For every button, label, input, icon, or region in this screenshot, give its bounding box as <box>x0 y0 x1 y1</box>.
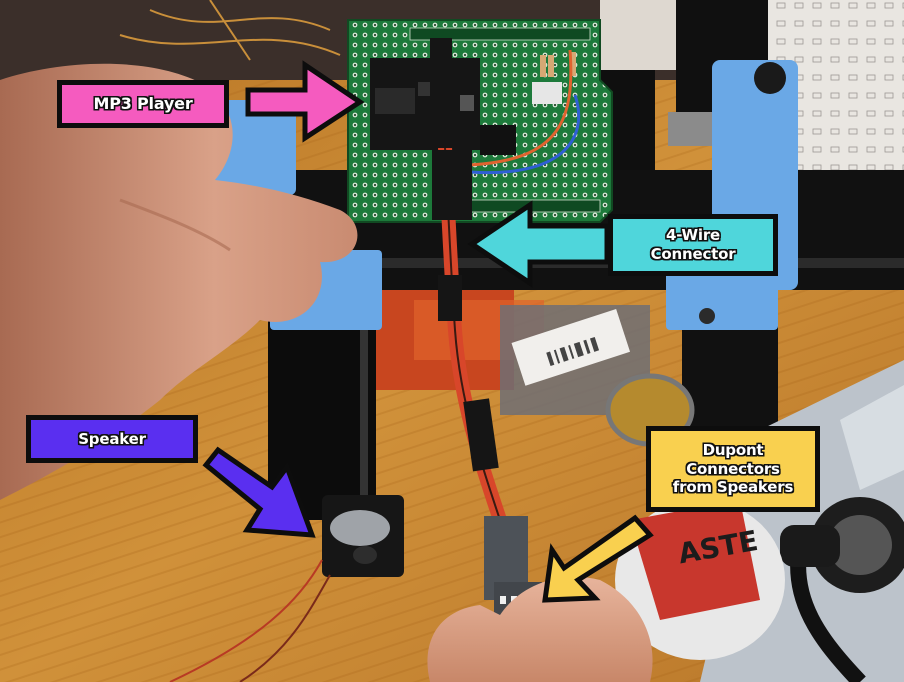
callout-dupont-connectors: Dupont Connectors from Speakers <box>646 426 820 512</box>
callout-dupont-line-1: Dupont <box>702 440 764 459</box>
pcb-header-bottom <box>469 199 601 213</box>
callout-dupont-line-2: Connectors <box>686 459 780 478</box>
bottom-fingers <box>427 576 653 682</box>
vise-spring-right <box>668 112 712 146</box>
speaker-wire <box>169 559 323 682</box>
background-wires <box>119 0 341 61</box>
speaker-wire-2 <box>239 574 331 682</box>
callout-mp3-text: MP3 Player <box>93 94 193 113</box>
resistor <box>548 55 554 77</box>
board-wire-orange <box>469 49 573 167</box>
heatshrink <box>430 38 452 148</box>
board-wire-blue <box>469 94 581 175</box>
dupont-arrow <box>542 514 654 603</box>
heatshrink <box>432 150 472 220</box>
callout-wire-line-2: Connector <box>650 245 736 263</box>
vise-screw <box>699 308 715 324</box>
left-hand <box>0 63 358 500</box>
jst-connector <box>532 82 562 104</box>
mp3-chip <box>418 82 432 96</box>
callout-wire-line-1: 4-Wire <box>665 226 721 245</box>
callout-speaker-text: Speaker <box>78 429 146 448</box>
solder-plug <box>780 525 840 567</box>
mp3-button <box>460 95 474 111</box>
resistor <box>570 52 576 76</box>
callout-4-wire-connector: 4-Wire Connector <box>608 214 778 276</box>
pcb-outline <box>347 19 613 223</box>
mp3-arrow <box>245 60 365 143</box>
solder-socket-inner <box>828 515 892 575</box>
callout-mp3-player: MP3 Player <box>57 80 229 128</box>
resistor <box>540 55 546 77</box>
callout-dupont-line-3: from Speakers <box>672 478 794 497</box>
pin-header <box>480 125 516 155</box>
wire-arrow <box>467 200 610 288</box>
speaker-cone <box>330 510 390 546</box>
solder-roll-label <box>630 500 760 620</box>
soldering-station-panel <box>840 385 904 490</box>
speaker-arrow <box>202 446 316 538</box>
vise-clamp-left <box>212 100 296 195</box>
speaker-knob <box>353 546 377 564</box>
dupont-pin <box>500 596 506 604</box>
pcb-header-top <box>409 27 591 41</box>
mp3-usb-port <box>375 88 415 114</box>
vise-knob-right <box>754 62 786 94</box>
left-hand-knuckle <box>119 198 231 252</box>
barcode-label <box>511 308 631 386</box>
heatshrink <box>463 398 499 472</box>
speaker-tower-edge <box>360 320 368 520</box>
heatshrink <box>438 275 462 321</box>
callout-speaker: Speaker <box>26 415 198 463</box>
